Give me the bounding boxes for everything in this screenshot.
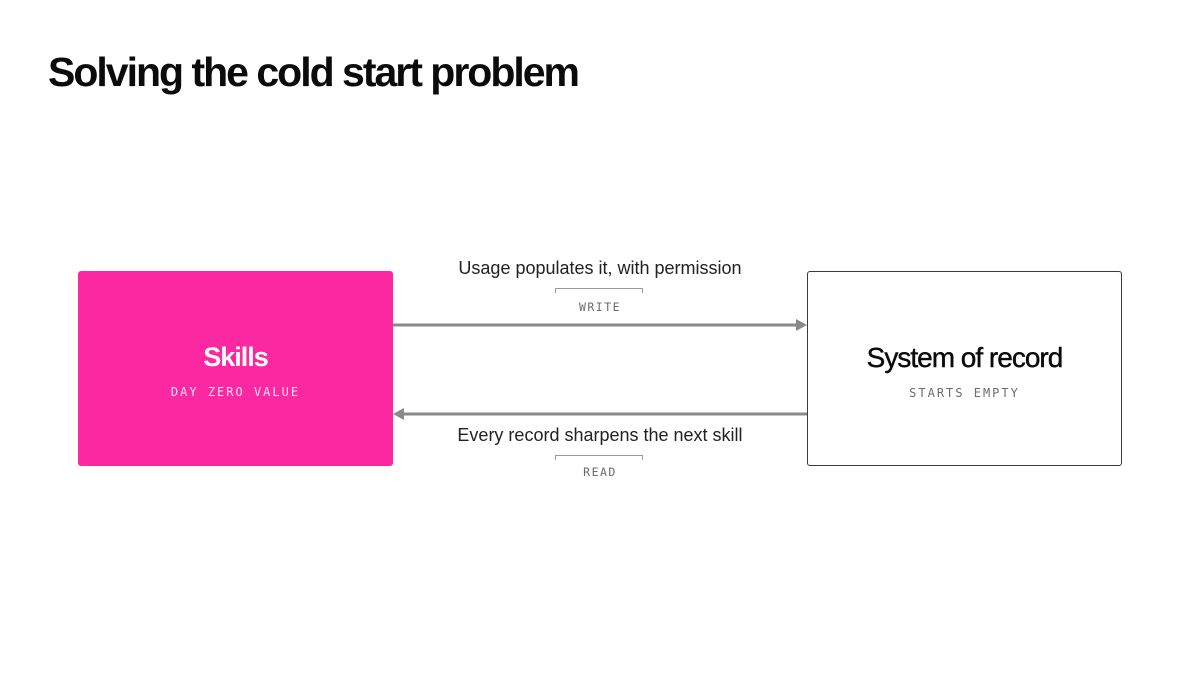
slide-title: Solving the cold start problem [48,49,580,95]
write-arrow-head [796,319,807,331]
read-arrow-label: Every record sharpens the next skill [457,425,743,445]
write-arrow-label: Usage populates it, with permission [458,258,742,278]
record-node: System of record STARTS EMPTY [807,271,1122,466]
skills-node: Skills DAY ZERO VALUE [78,271,393,466]
record-node-subtitle: STARTS EMPTY [909,385,1020,400]
write-tag: WRITE [578,300,622,314]
skills-node-title: Skills [203,342,269,372]
record-node-title: System of record [866,341,1063,373]
skills-node-subtitle: DAY ZERO VALUE [170,385,301,399]
read-tag: READ [583,465,617,479]
read-arrow [393,408,807,420]
read-tag-bracket [555,455,643,460]
read-arrow-head [393,408,404,420]
write-tag-bracket [555,288,643,293]
write-arrow [393,319,807,331]
